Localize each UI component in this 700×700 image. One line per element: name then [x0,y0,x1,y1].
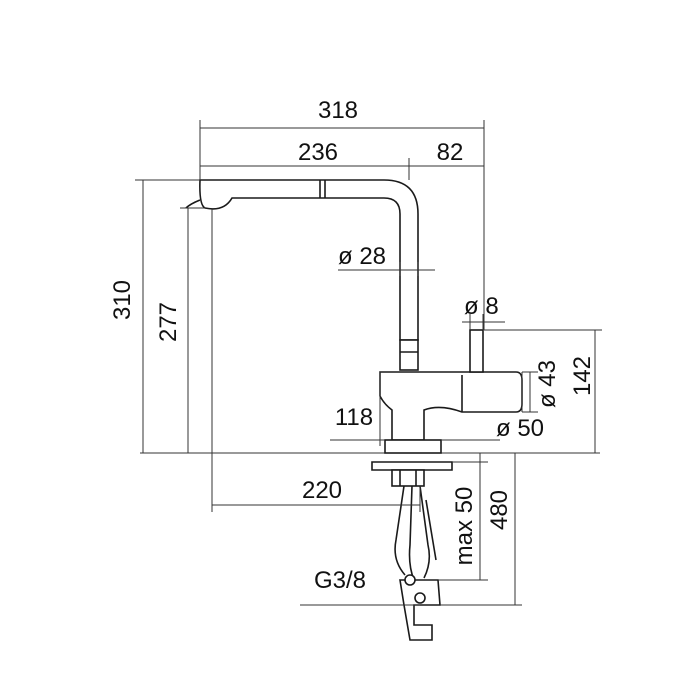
lever-diameter-label: ø 8 [464,293,499,320]
body-diameter-upper-label: ø 43 [534,360,561,408]
overall-width-label: 318 [318,97,358,124]
spout-projection-label: 220 [302,477,342,504]
dimension-labels: 318 236 82 ø 28 ø 8 310 277 ø 43 142 ø 5… [109,97,596,594]
dimension-lines [135,120,602,606]
reach-left-label: 236 [298,139,338,166]
body-height-label: 142 [569,356,596,396]
body-diameter-lower-label: ø 50 [496,415,544,442]
overall-height-label: 310 [109,280,136,320]
reach-right-label: 82 [437,139,464,166]
connection-thread-label: G3/8 [314,567,366,594]
hose-length-label: 480 [486,490,513,530]
spout-diameter-label: ø 28 [338,243,386,270]
max-deck-thickness-label: max 50 [451,487,478,566]
spout-height-label: 277 [155,302,182,342]
body-width-label: 118 [335,404,373,431]
